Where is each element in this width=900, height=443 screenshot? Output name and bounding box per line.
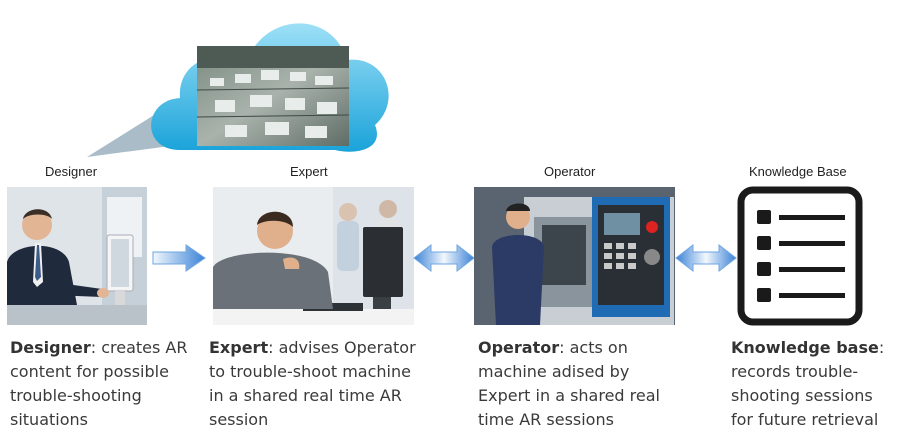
operator-name: Operator <box>478 338 560 357</box>
expert-name: Expert <box>209 338 269 357</box>
knowledge-base-name: Knowledge base <box>731 338 879 357</box>
designer-description: Designer: creates AR content for possibl… <box>10 338 188 429</box>
arrow-designer-to-expert <box>152 244 206 272</box>
arrow-expert-operator <box>413 244 475 272</box>
designer-photo <box>7 187 147 325</box>
designer-title: Designer <box>45 164 98 179</box>
operator-title: Operator <box>544 164 596 179</box>
knowledge-base-title: Knowledge Base <box>749 164 847 179</box>
cloud-graphic <box>87 23 389 157</box>
factory-photo <box>196 46 350 146</box>
expert-photo <box>213 187 414 325</box>
expert-description: Expert: advises Operator to trouble-shoo… <box>209 338 416 429</box>
operator-description: Operator: acts on machine adised by Expe… <box>478 338 660 429</box>
designer-name: Designer <box>10 338 91 357</box>
knowledge-base-description: Knowledge base: records trouble- shootin… <box>731 338 885 429</box>
expert-title: Expert <box>290 164 328 179</box>
checklist-icon <box>737 186 863 326</box>
arrow-operator-knowledge <box>675 244 737 272</box>
operator-photo <box>474 187 675 325</box>
